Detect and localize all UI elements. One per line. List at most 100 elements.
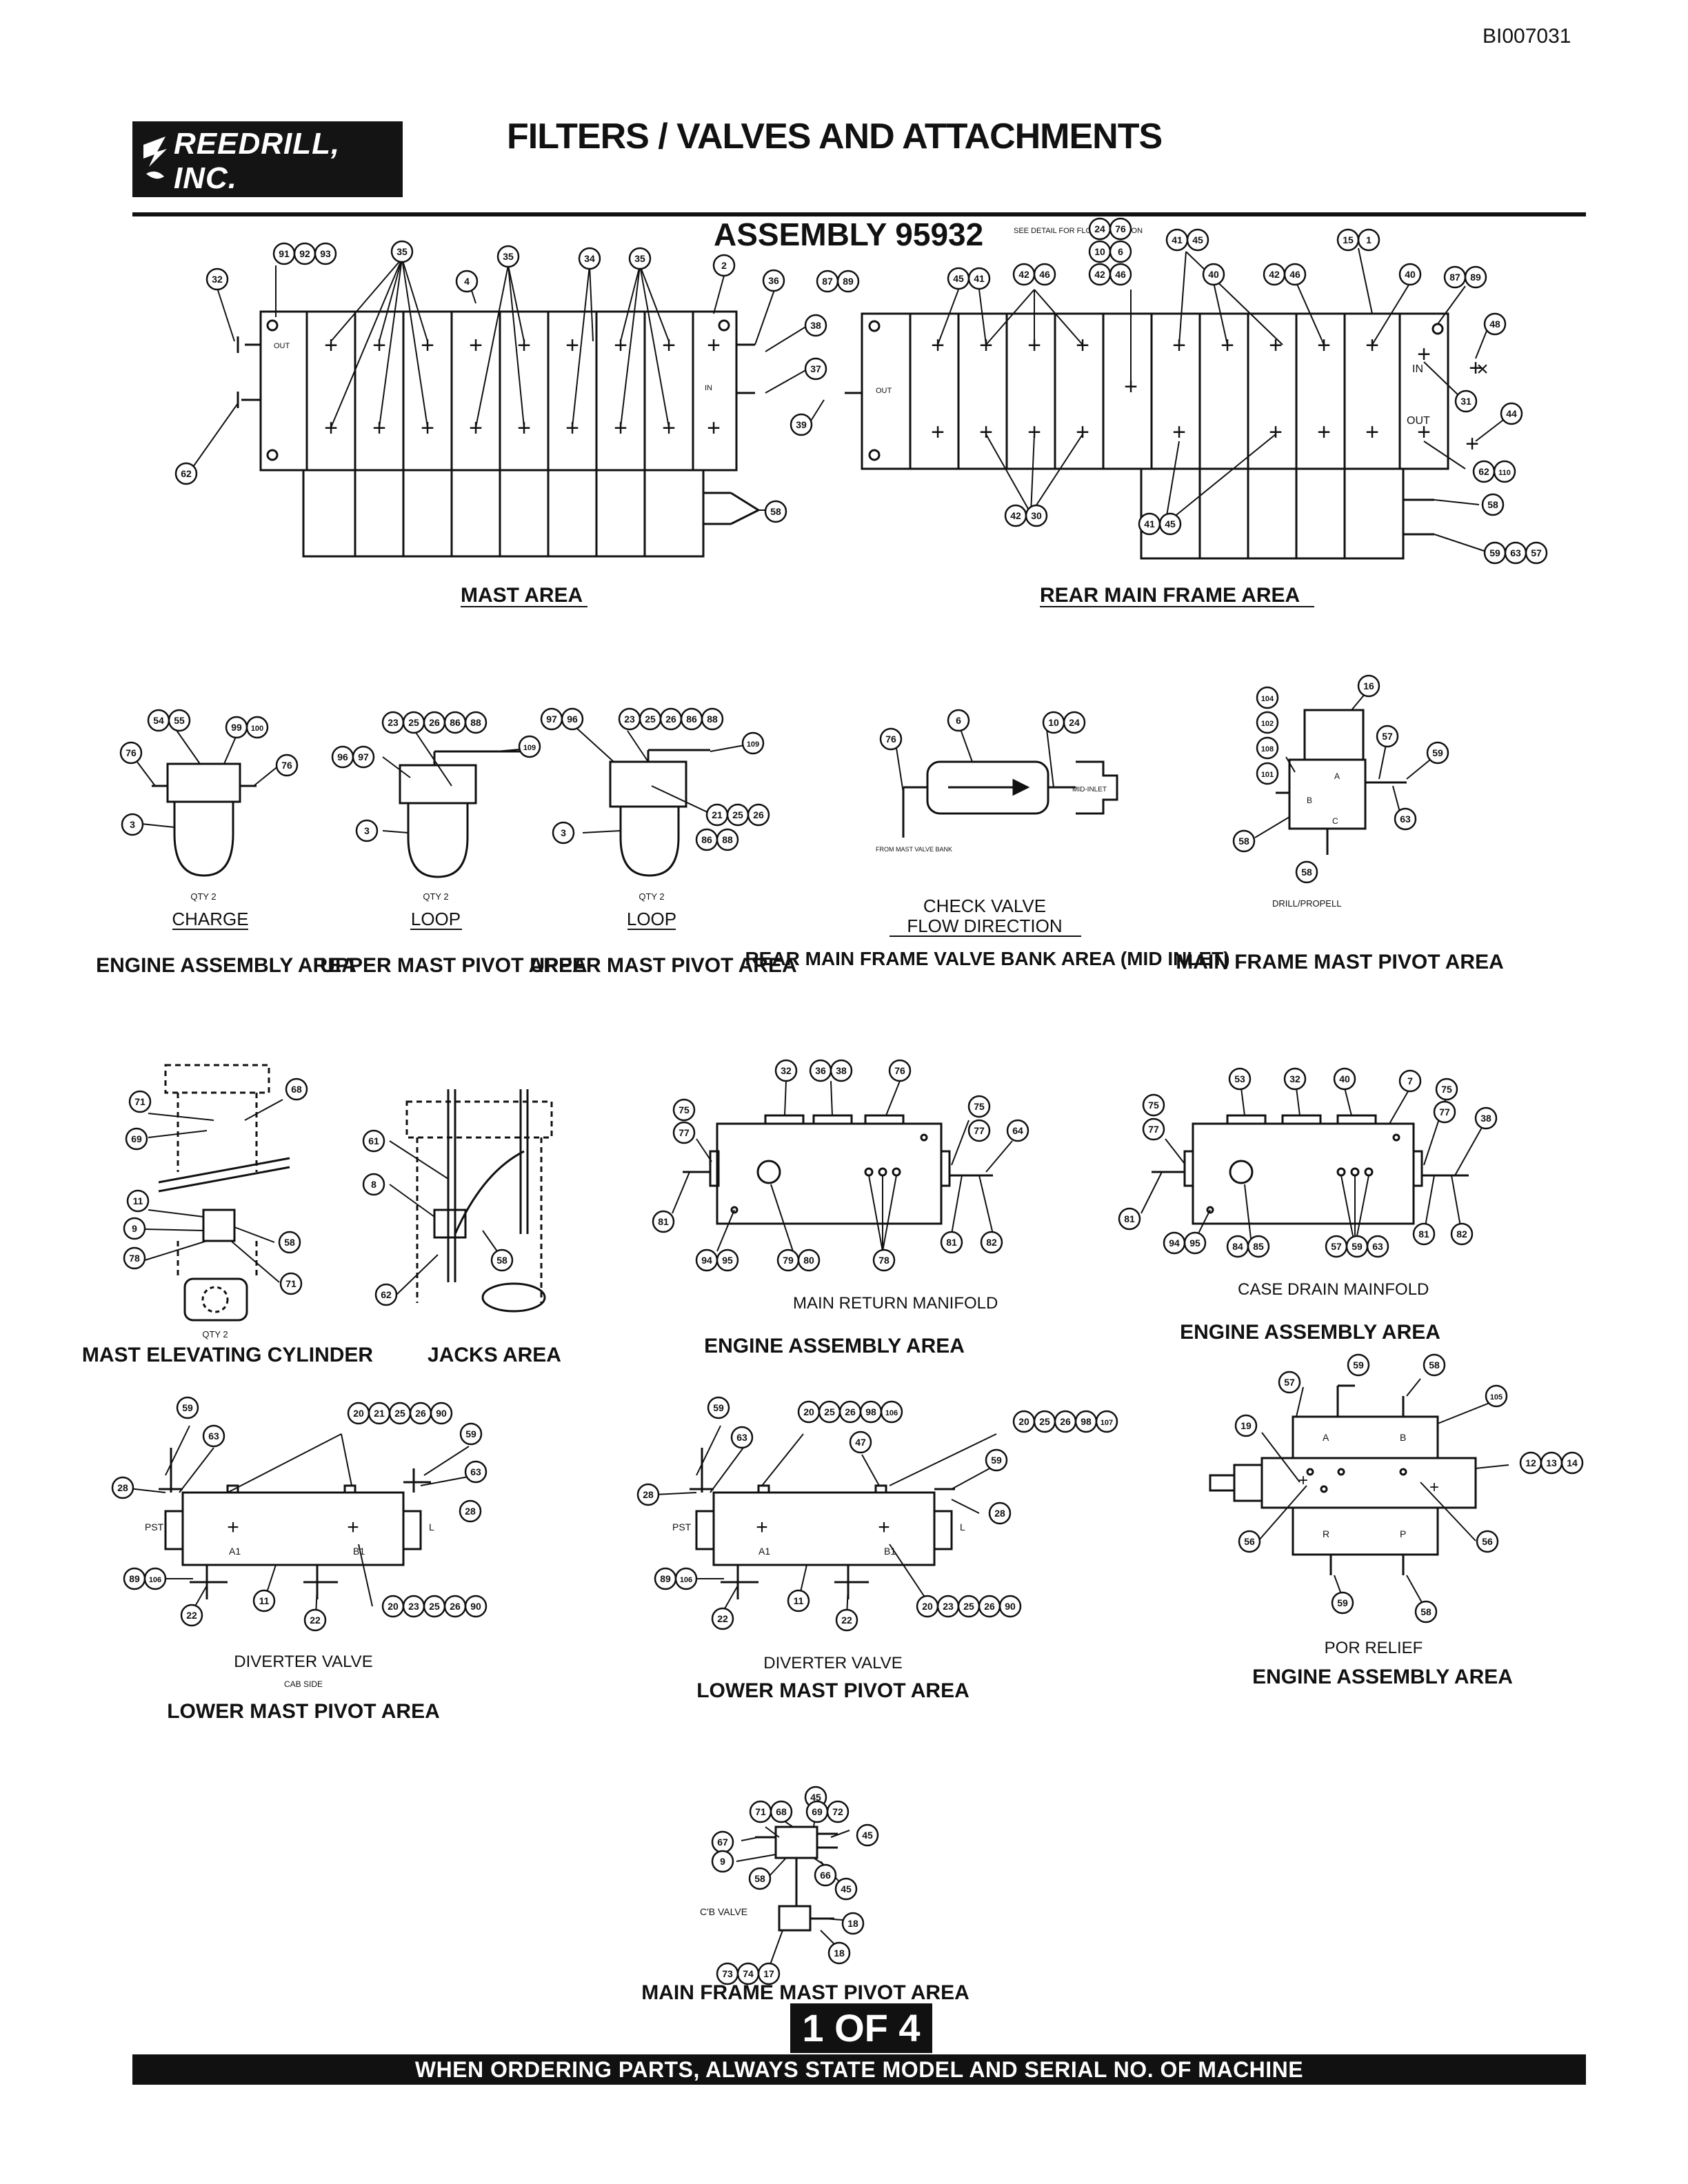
callout-cb_valve-8: 45 [834,1877,858,1901]
callout-number: 35 [396,246,408,257]
callout-diverter_1-1: 63 [202,1424,225,1448]
callout-bubble [180,1604,203,1627]
callout-bubble [455,270,479,293]
callout-number: 71 [755,1806,766,1817]
callout-bubble [1476,1530,1499,1553]
callout-bubble [652,1210,675,1233]
callout-bubble [1525,541,1548,565]
callout-rear-14: 44 [1500,402,1523,425]
svg-text:+: + [1365,419,1379,445]
callout-bubble [814,1863,837,1887]
callout-bubble [1423,1353,1446,1377]
callout-number: 55 [174,715,185,726]
callout-number: 57 [1382,731,1393,742]
svg-text:+: + [931,419,945,445]
callout-main_frame_pivot-8: 58 [1232,829,1256,853]
callout-mast-10: 37 [804,357,827,381]
callout-case_drain-0: 53 [1228,1067,1252,1091]
lower-mast-pivot-caption-1: LOWER MAST PIVOT AREA [167,1700,440,1723]
callout-mast-6: 35 [628,247,652,270]
callout-case_drain-13: 81 [1412,1222,1436,1246]
callout-por_relief-4: 19 [1234,1414,1258,1437]
callout-number: 88 [470,717,481,728]
callout-number: 28 [465,1506,476,1517]
from-mast-valve-bank-label: FROM MAST VALVE BANK [876,846,952,853]
callout-number: 96 [567,714,578,725]
callout-bubble [1414,1600,1438,1624]
callout-mast-11: 39 [790,413,813,436]
callout-number: 77 [1439,1106,1450,1118]
callout-case_drain-5: 77 [1142,1118,1165,1141]
callout-jacks-0: 61 [362,1129,385,1153]
diverter-1-port-a1: A1 [229,1546,241,1557]
callout-bubble [804,357,827,381]
main-return-manifold-drawing [672,1080,1013,1252]
callout-rear-10: 40 [1398,263,1422,286]
callout-number: 23 [408,1601,419,1612]
svg-text:+: + [469,332,483,358]
callout-bubble [1109,240,1132,263]
callout-number: 109 [747,740,759,749]
callout-bubble [988,1502,1012,1525]
callout-bubble [174,462,198,485]
callout-bubble [459,1422,483,1446]
callout-bubble [856,1823,879,1847]
callout-main_return-5: 75 [967,1095,991,1118]
callout-number: 58 [1420,1606,1431,1617]
callout-number: 45 [1192,234,1203,245]
callout-number: 58 [1238,836,1249,847]
callout-number: 93 [320,248,331,259]
callout-number: 46 [1039,269,1050,280]
callout-bubble [355,819,379,842]
callout-number: 16 [1363,680,1374,691]
callout-number: 82 [986,1237,997,1248]
callout-number: 21 [712,809,723,820]
callout-bubble [168,709,191,732]
callout-number: 57 [1531,547,1542,558]
callout-mast_elev-6: 58 [278,1231,301,1254]
svg-text:+: + [324,415,338,441]
callout-diverter_1-3: 59 [459,1422,483,1446]
callout-bubble [128,1090,152,1113]
callout-bubble [1485,1384,1508,1408]
svg-text:+: + [878,1516,890,1539]
callout-bubble [748,1867,772,1890]
callout-number: 110 [1498,469,1511,477]
callout-bubble [111,1476,134,1499]
callout-bubble [176,1396,199,1419]
callout-number: 84 [1232,1241,1243,1252]
callout-number: 41 [974,273,985,284]
callout-diverter_2-6: 28 [988,1502,1012,1525]
callout-number: 62 [1478,466,1489,477]
charge-filter-drawing [134,729,280,877]
callout-rear-13: 31 [1454,390,1478,413]
callout-number: 94 [701,1255,712,1266]
callout-number: 100 [251,725,263,733]
callout-bubble [826,1800,850,1823]
callout-main_return-8: 81 [652,1210,675,1233]
loop-2-label: LOOP [627,909,676,929]
svg-text:+: + [1417,341,1431,367]
callout-number: 36 [815,1065,826,1076]
callout-bubble [1234,1414,1258,1437]
callout-number: 105 [1490,1393,1503,1402]
callout-check_valve-0: 76 [879,727,903,751]
callout-bubble [1063,711,1086,734]
callout-mast-3: 4 [455,270,479,293]
cb-valve-label: C'B VALVE [700,1906,747,1917]
callout-number: 71 [134,1096,145,1107]
callout-number: 3 [561,827,566,838]
pivot-port-a: A [1334,771,1340,781]
callout-number: 89 [129,1573,140,1584]
callout-bubble [1006,1119,1029,1142]
callout-number: 109 [523,744,536,752]
engine-assembly-area-caption-4: ENGINE ASSEMBLY AREA [1252,1666,1513,1688]
callout-bubble [245,716,269,739]
callout-mast_elev-0: 68 [285,1078,308,1101]
logo-text: REEDRILL, INC. [174,127,341,195]
callout-engine_charge-4: 3 [121,813,144,836]
